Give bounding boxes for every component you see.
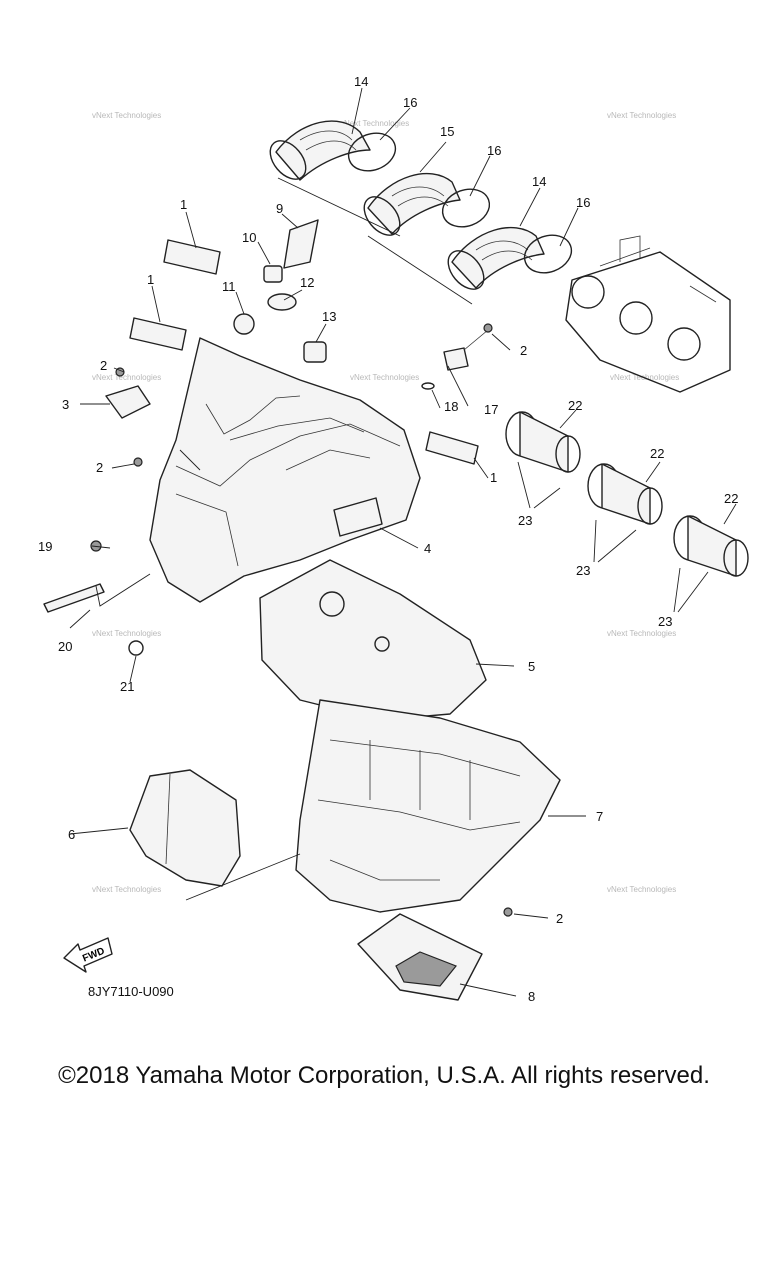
- parts-diagram: vNext Technologies vNext Technologies vN…: [38, 74, 749, 1004]
- callout-2-left-mid: 2: [96, 460, 103, 475]
- callout-1-right: 1: [490, 470, 497, 485]
- duct-clamp-middle: [441, 188, 491, 228]
- air-duct-4: [333, 497, 383, 537]
- callout-21: 21: [120, 679, 134, 694]
- callout-2-bottom: 2: [556, 911, 563, 926]
- intake-duct-left: [269, 120, 371, 181]
- callout-16-middle: 16: [487, 143, 501, 158]
- watermark-1: vNext Technologies: [92, 111, 161, 120]
- callout-12: 12: [300, 275, 314, 290]
- leader-lines: [69, 87, 737, 997]
- intake-duct-middle: [363, 173, 461, 236]
- watermark-4: vNext Technologies: [92, 373, 161, 382]
- callout-22-first: 22: [568, 398, 582, 413]
- duct-clamp-left: [347, 132, 397, 172]
- callout-1-left: 1: [147, 272, 154, 287]
- callout-19: 19: [38, 539, 52, 554]
- strap-20: [43, 583, 105, 613]
- callout-9: 9: [276, 201, 283, 216]
- callout-8: 8: [528, 989, 535, 1004]
- watermark-5: vNext Technologies: [350, 373, 419, 382]
- callout-23-second: 23: [576, 563, 590, 578]
- cover-6: [129, 769, 241, 887]
- callout-2-right-top: 2: [520, 343, 527, 358]
- air-filter-case-upper: [149, 337, 421, 603]
- diagram-code: 8JY7110-U090: [88, 984, 174, 999]
- callout-16-left: 16: [403, 95, 417, 110]
- air-filter-case-lower: [295, 699, 561, 913]
- callout-3: 3: [62, 397, 69, 412]
- intake-duct-right: [447, 227, 545, 290]
- intake-boot-3: [673, 515, 749, 577]
- collar-11: [233, 313, 255, 335]
- mesh-screen-8: [357, 913, 483, 1001]
- foam-pad-left: [129, 317, 187, 351]
- callout-14-right: 14: [532, 174, 546, 189]
- callout-7: 7: [596, 809, 603, 824]
- callout-22-third: 22: [724, 491, 738, 506]
- callout-13: 13: [322, 309, 336, 324]
- callout-11: 11: [222, 279, 236, 294]
- collar-13: [303, 341, 327, 363]
- watermark-10: vNext Technologies: [92, 885, 161, 894]
- grommet-12: [267, 293, 297, 311]
- callout-10: 10: [242, 230, 256, 245]
- watermark-7: vNext Technologies: [92, 629, 161, 638]
- watermark-3: vNext Technologies: [607, 111, 676, 120]
- callout-23-first: 23: [518, 513, 532, 528]
- fwd-arrow-icon: FWD: [63, 937, 113, 973]
- intake-boot-1: [505, 411, 581, 473]
- watermark-2: vNext Technologies: [340, 119, 409, 128]
- callout-22-second: 22: [650, 446, 664, 461]
- clip-21: [128, 640, 144, 656]
- sensor-17: [443, 323, 493, 371]
- intake-boot-2: [587, 463, 663, 525]
- callout-18: 18: [444, 399, 458, 414]
- throttle-body-assembly: [565, 235, 731, 393]
- callout-23-third: 23: [658, 614, 672, 629]
- callout-5: 5: [528, 659, 535, 674]
- copyright-notice: ©2018 Yamaha Motor Corporation, U.S.A. A…: [58, 1062, 710, 1089]
- o-ring-18: [421, 382, 435, 390]
- foam-pad-right: [425, 431, 479, 465]
- callout-4: 4: [424, 541, 431, 556]
- sensor-sleeve-9: [283, 219, 319, 269]
- callout-14-left: 14: [354, 74, 368, 89]
- grommet-10: [263, 265, 283, 283]
- callout-1-top: 1: [180, 197, 187, 212]
- callouts: 1 1 1 2 2 2 2 3 4 5 6 7 8 9 10 11 12 13 …: [38, 74, 738, 1004]
- callout-20: 20: [58, 639, 72, 654]
- foam-pad-top: [163, 239, 221, 275]
- callout-2-left-top: 2: [100, 358, 107, 373]
- bracket-3: [105, 385, 151, 419]
- callout-6: 6: [68, 827, 75, 842]
- callout-15: 15: [440, 124, 454, 139]
- element-5: [259, 559, 487, 721]
- callout-17: 17: [484, 402, 498, 417]
- callout-16-right: 16: [576, 195, 590, 210]
- watermark-11: vNext Technologies: [607, 885, 676, 894]
- watermark-9: vNext Technologies: [607, 629, 676, 638]
- duct-clamp-right: [523, 234, 573, 274]
